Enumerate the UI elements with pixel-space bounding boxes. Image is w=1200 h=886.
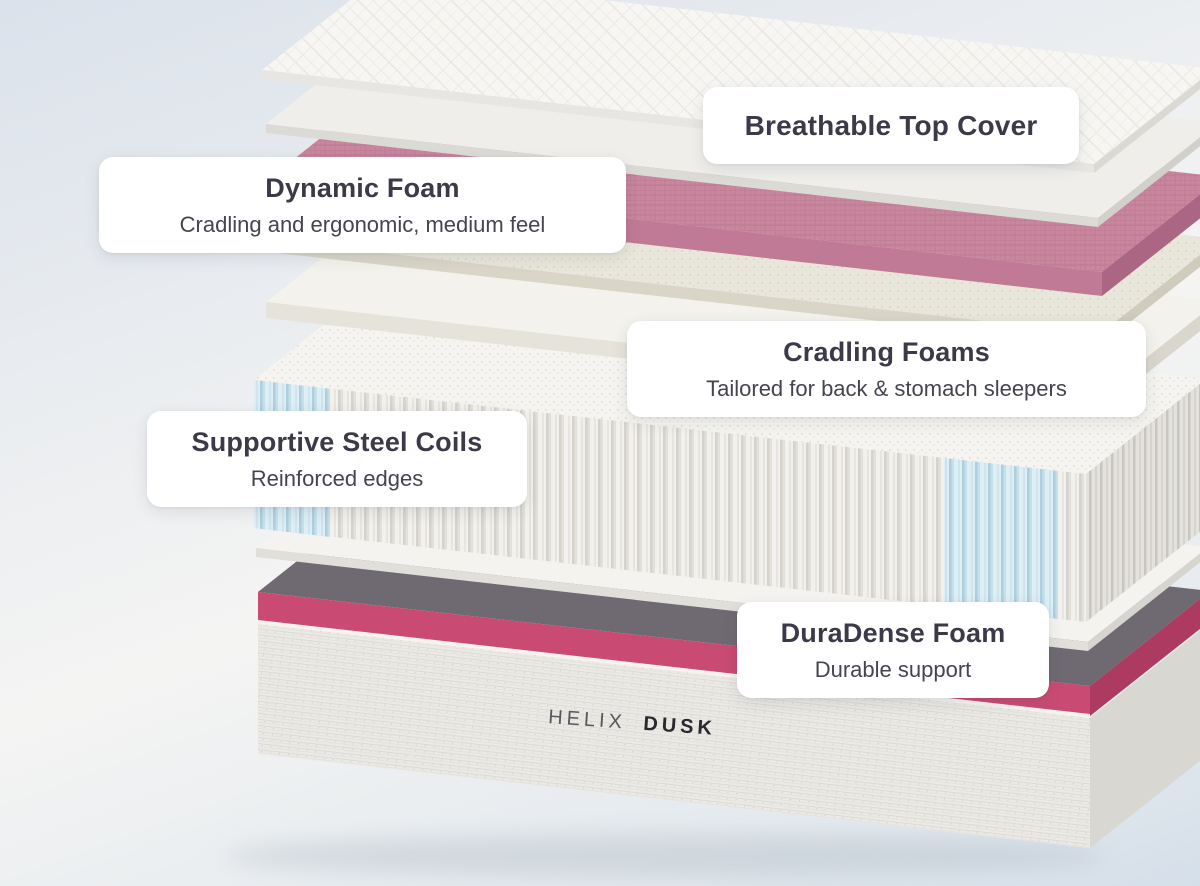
callout-coils-title: Supportive Steel Coils [191,427,483,457]
ground-shadow [225,834,1105,878]
base-pink-stripe-side [1090,598,1200,716]
callout-dynamic-subtitle: Cradling and ergonomic, medium feel [179,211,546,237]
callout-dynamic-title: Dynamic Foam [265,173,460,203]
dynamic-foam-side-face [1102,194,1200,296]
callout-cradling-title: Cradling Foams [783,337,990,367]
brand-logo-primary: HELIX [547,706,627,734]
callout-cradling-foams: Cradling Foams Tailored for back & stoma… [627,321,1146,418]
under-cover-side-face [1098,137,1200,227]
brand-logo-secondary: DUSK [642,712,717,740]
callout-breathable-top-cover: Breathable Top Cover [703,87,1079,164]
callout-breathable-title: Breathable Top Cover [744,110,1038,141]
cradling-upper-front-face [268,240,1100,346]
base-fabric-front [258,624,1090,848]
top-cover-side-face [1094,80,1200,173]
callout-coils-subtitle: Reinforced edges [250,465,424,491]
base-fabric-side [1090,630,1200,848]
callout-cradling-subtitle: Tailored for back & stomach sleepers [706,375,1067,401]
callout-duradense-subtitle: Durable support [814,656,972,682]
callout-supportive-steel-coils: Supportive Steel Coils Reinforced edges [147,411,527,508]
callout-dynamic-foam: Dynamic Foam Cradling and ergonomic, med… [99,157,626,254]
callout-duradense-foam: DuraDense Foam Durable support [737,602,1049,699]
coils-side-face [1086,383,1200,622]
coils-reinforced-edge-right [944,458,1058,619]
bottom-sheet-side-face [1088,553,1200,651]
under-cover-front-face [266,124,1098,227]
callout-duradense-title: DuraDense Foam [780,618,1006,648]
